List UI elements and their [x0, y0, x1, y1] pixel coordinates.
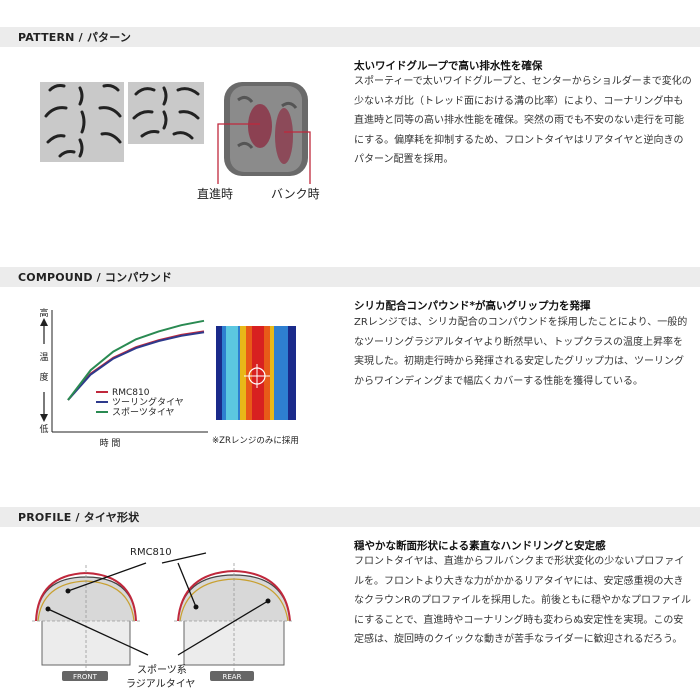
series-line-1	[67, 331, 205, 401]
front-tire-profile	[32, 565, 140, 681]
front-label: FRONT	[73, 673, 98, 681]
pattern-section-title: PATTERN / パターン	[18, 31, 132, 44]
pattern-heading: 太いワイドグループで高い排水性を確保	[354, 60, 543, 72]
compound-heading: シリカ配合コンパウンド*が高いグリップ力を発揮	[354, 300, 591, 312]
compound-body: ZRレンジでは、シリカ配合のコンパウンドを採用したことにより、一般的なツーリング…	[354, 317, 688, 387]
rmc-label: RMC810	[130, 547, 172, 558]
sport-label-line2: ラジアルタイヤ	[126, 679, 196, 690]
profile-section-title: PROFILE / タイヤ形状	[18, 511, 140, 524]
x-label: 時 間	[100, 438, 121, 449]
rear-label: REAR	[223, 673, 242, 681]
y-label-high: 高	[39, 307, 48, 319]
series-line-2	[67, 319, 205, 401]
legend-label-0: RMC810	[112, 388, 150, 398]
profile-section-bar: PROFILE / タイヤ形状	[0, 507, 700, 527]
pattern-body: スポーティーで太いワイドグループと、センターからショルダーまで変化の少ないネガ比…	[354, 76, 692, 165]
pattern-section-bar: PATTERN / パターン	[0, 27, 700, 47]
y-label-low: 低	[39, 423, 48, 435]
rear-tread-pattern-image	[128, 82, 204, 144]
legend-label-2: スポーツタイヤ	[112, 407, 175, 418]
y-arrow-down-head	[40, 414, 48, 422]
label-bank: バンク時	[271, 187, 320, 201]
tire-profile-illustration: FRONT REAR	[32, 552, 294, 681]
label-straight: 直進時	[197, 187, 234, 201]
compound-section-title: COMPOUND / コンパウンド	[18, 271, 173, 284]
y-arrow-up-head	[40, 318, 48, 326]
profile-heading: 穏やかな断面形状による素直なハンドリングと安定感	[354, 540, 606, 552]
compound-section-bar: COMPOUND / コンパウンド	[0, 267, 700, 287]
compound-note: ※ZRレンジのみに採用	[212, 436, 299, 446]
sport-label-line1: スポーツ系	[137, 665, 187, 676]
tire-contact-patch-illustration	[217, 82, 311, 184]
profile-body: フロントタイヤは、直進からフルバンクまで形状変化の少ないプロファイルを。フロント…	[354, 556, 691, 645]
y-label-temp-1: 温	[39, 352, 48, 363]
y-label-temp-2: 度	[39, 371, 48, 383]
legend-label-1: ツーリングタイヤ	[112, 396, 184, 408]
thermal-image	[216, 326, 296, 420]
front-tread-pattern-image	[40, 82, 124, 162]
